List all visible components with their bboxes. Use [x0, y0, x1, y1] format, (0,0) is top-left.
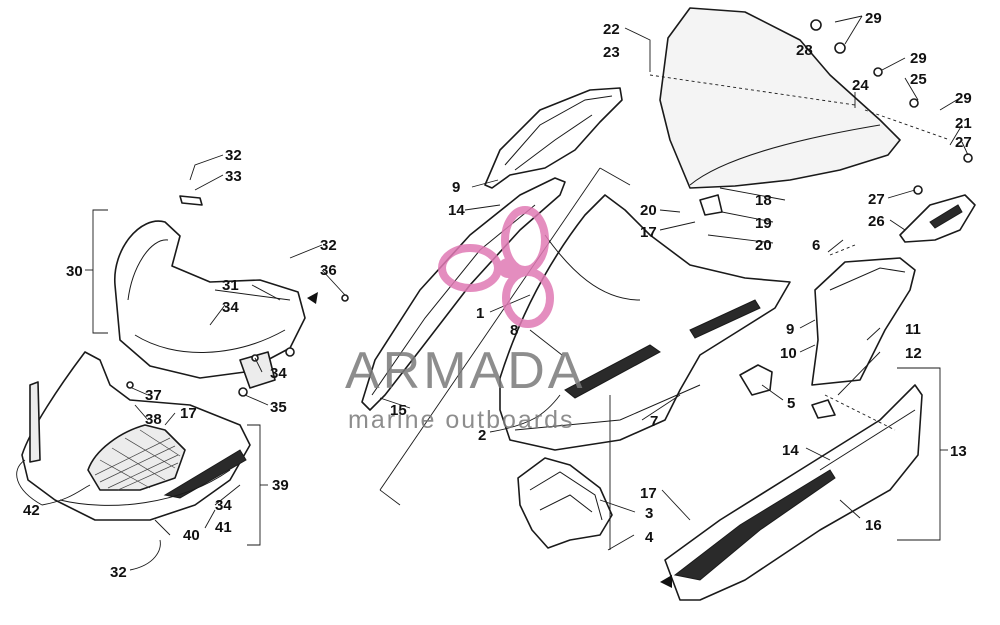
watermark: ARMADA marine outboards [345, 206, 585, 434]
callout-label: 34 [222, 299, 239, 316]
callout-label: 12 [905, 345, 922, 362]
callout-label: 2 [478, 427, 486, 444]
callout-label: 29 [955, 90, 972, 107]
callout-label: 8 [510, 322, 518, 339]
front-bracket [484, 87, 623, 189]
callout-label: 11 [905, 321, 921, 338]
callout-label: 9 [786, 321, 794, 338]
callout-label: 14 [448, 202, 465, 219]
side-panel-lower [664, 384, 923, 601]
callout-label: 25 [910, 71, 927, 88]
callout-label: 16 [865, 517, 882, 534]
callout-label: 40 [183, 527, 200, 544]
callout-label: 28 [796, 42, 813, 59]
callout-label: 21 [955, 115, 972, 132]
callout-label: 3 [645, 505, 653, 522]
callout-label: 33 [225, 168, 242, 185]
propeller-logo-icon [438, 206, 554, 328]
callout-label: 5 [787, 395, 795, 412]
callout-label: 1 [476, 305, 484, 322]
vent-grille [94, 429, 181, 491]
watermark-brand: ARMADA [345, 342, 585, 400]
callout-label: 20 [755, 237, 772, 254]
callout-label: 17 [180, 405, 197, 422]
callout-label: 18 [755, 192, 772, 209]
upper-nose-cowl [114, 220, 306, 389]
callout-label: 6 [812, 237, 820, 254]
assembly-lines [649, 74, 951, 431]
callout-label: 4 [645, 529, 654, 546]
callout-label: 19 [755, 215, 772, 232]
callout-label: 9 [452, 179, 460, 196]
callout-label: 17 [640, 224, 657, 241]
group-brackets [85, 209, 948, 546]
callout-label: 42 [23, 502, 40, 519]
callout-labels: 1 2 3 4 5 6 7 8 9 9 10 11 12 13 14 14 15… [23, 10, 972, 581]
callout-label: 32 [225, 147, 242, 164]
callout-label: 17 [640, 485, 657, 502]
callout-label: 37 [145, 387, 162, 404]
callout-label: 27 [868, 191, 885, 208]
callout-label: 38 [145, 411, 162, 428]
callout-label: 36 [320, 262, 337, 279]
callout-label: 13 [950, 443, 967, 460]
callout-label: 35 [270, 399, 287, 416]
small-hardware [126, 19, 973, 419]
leader-lines [16, 15, 969, 571]
callout-label: 22 [603, 21, 620, 38]
callout-label: 10 [780, 345, 797, 362]
callout-label: 24 [852, 77, 869, 94]
callout-label: 20 [640, 202, 657, 219]
callout-label: 27 [955, 134, 972, 151]
nose-bracket [517, 457, 613, 549]
hood [499, 194, 791, 451]
callout-label: 34 [270, 365, 287, 382]
callout-label: 26 [868, 213, 885, 230]
hood-frame-lines [379, 167, 631, 550]
callout-label: 39 [272, 477, 289, 494]
callout-label: 7 [650, 413, 658, 430]
callout-label: 23 [603, 44, 620, 61]
callout-label: 14 [782, 442, 799, 459]
callout-label: 34 [215, 497, 232, 514]
arrow-icon [307, 292, 672, 588]
callout-label: 30 [66, 263, 83, 280]
callout-label: 41 [215, 519, 232, 536]
callout-label: 15 [390, 402, 407, 419]
windshield [659, 7, 901, 189]
callout-label: 29 [865, 10, 882, 27]
watermark-tagline: marine outboards [348, 406, 575, 434]
callout-label: 32 [110, 564, 127, 581]
callout-label: 29 [910, 50, 927, 67]
callout-label: 31 [222, 277, 239, 294]
callout-label: 32 [320, 237, 337, 254]
mirror [899, 194, 976, 243]
side-panel-upper [811, 257, 916, 386]
lower-nose-pan [21, 351, 251, 521]
